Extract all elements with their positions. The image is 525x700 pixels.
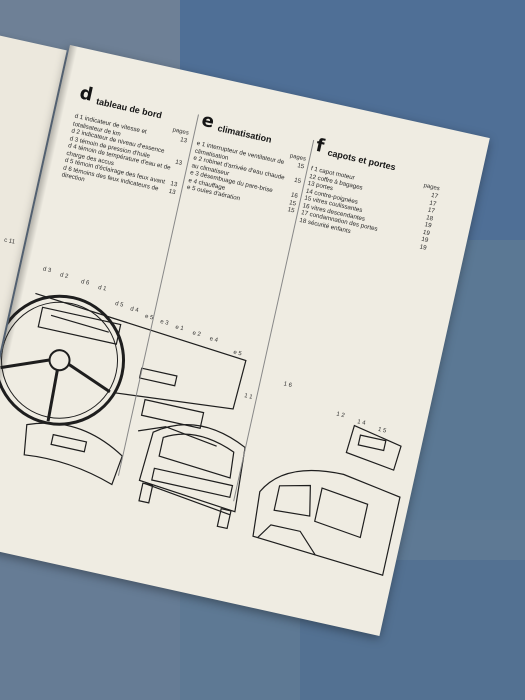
car-side-illustration	[252, 424, 402, 576]
section-letter: d	[77, 82, 95, 106]
illustrations	[0, 292, 402, 576]
booklet: d tableau de bord pages d 1 indicateur d…	[0, 24, 490, 636]
car-front-illustration	[138, 424, 246, 530]
small-dashboard-illustration	[23, 422, 123, 486]
section-letter: e	[199, 109, 217, 133]
dashboard-illustration	[0, 292, 247, 447]
